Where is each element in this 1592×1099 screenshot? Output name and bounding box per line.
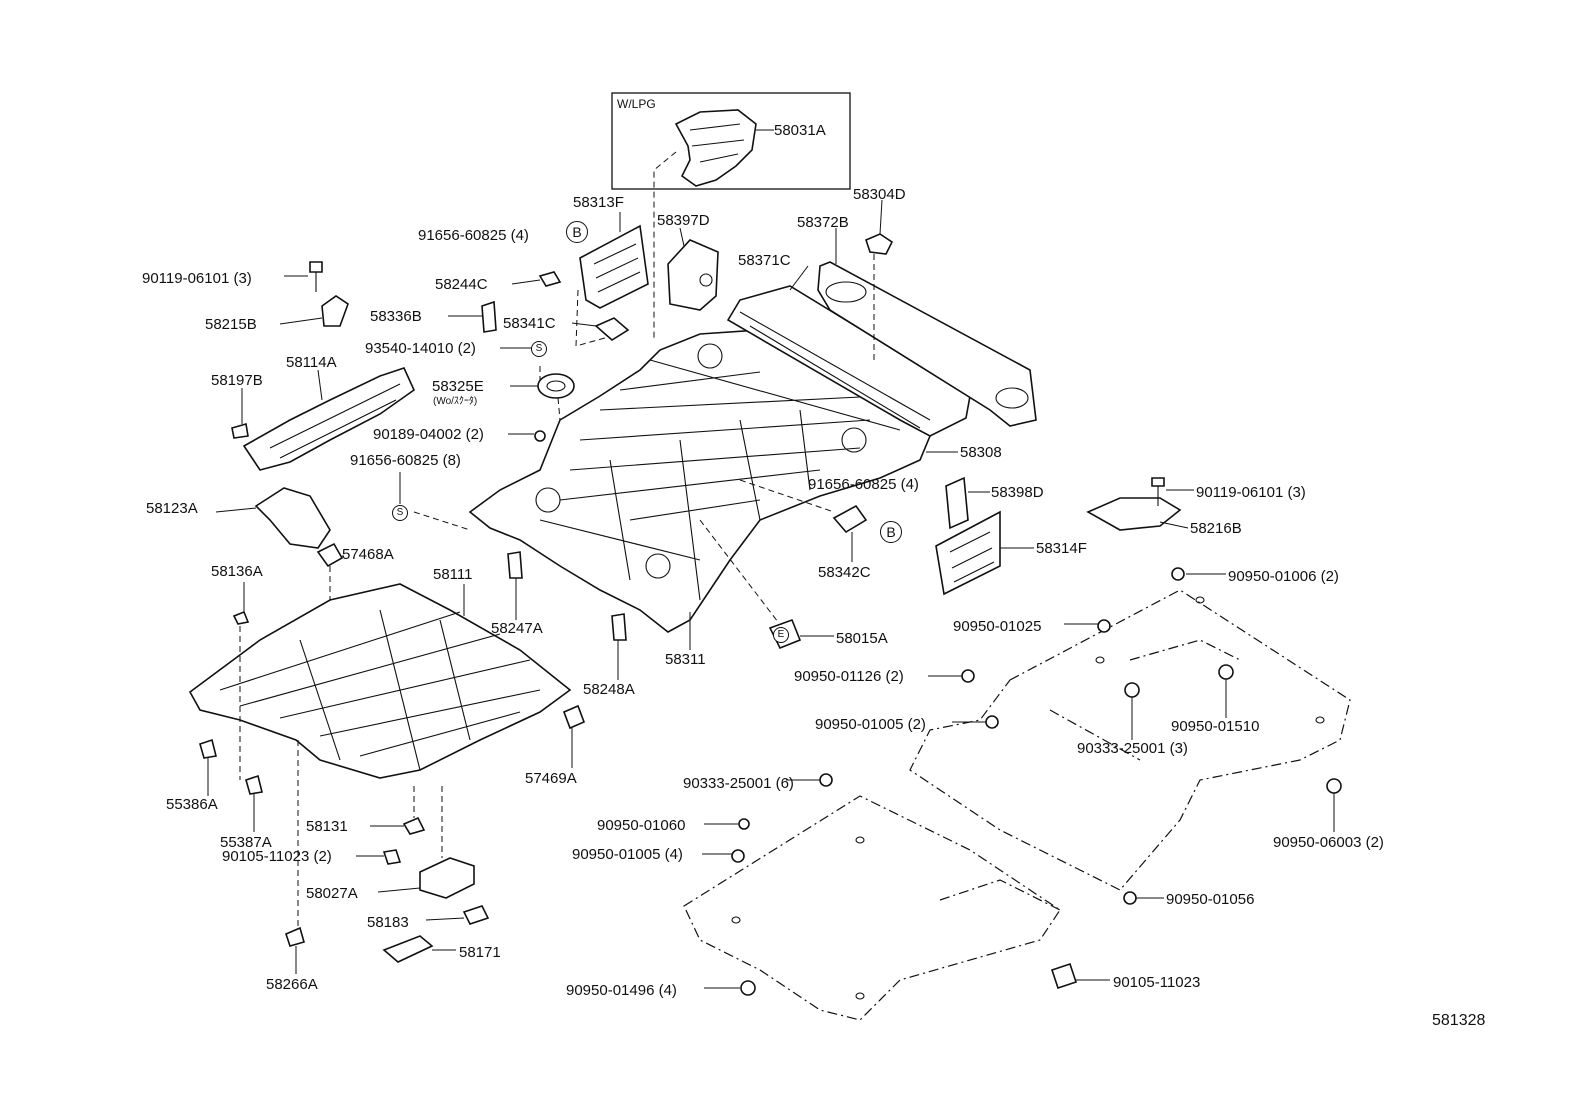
callout-s: S	[531, 341, 547, 357]
part-label-p58183: 58183	[367, 914, 409, 931]
part-label-p58027A: 58027A	[306, 885, 358, 902]
part-label-p58197B: 58197B	[211, 372, 263, 389]
part-label-p58336B: 58336B	[370, 308, 422, 325]
part-58325E	[537, 373, 575, 399]
part-55387A	[245, 774, 263, 795]
callout-s-lower: S	[392, 505, 408, 521]
inset-label: W/LPG	[617, 97, 656, 111]
part-label-p58304D: 58304D	[853, 186, 906, 203]
part-label-p58015A: 58015A	[836, 630, 888, 647]
part-label-p55386A: 55386A	[166, 796, 218, 813]
part-58216B	[1086, 497, 1182, 531]
inset-box	[611, 92, 851, 190]
part-label-p58244C: 58244C	[435, 276, 488, 293]
part-label-p58313F: 58313F	[573, 194, 624, 211]
part-58197B	[231, 422, 249, 439]
part-label-p90950_01006: 90950-01006 (2)	[1228, 568, 1339, 585]
part-58342C	[832, 504, 868, 534]
part-label-p55387A: 55387A	[220, 834, 272, 851]
part-58371C	[726, 285, 971, 437]
part-label-p90950_01496: 90950-01496 (4)	[566, 982, 677, 999]
part-58031A	[674, 109, 757, 187]
part-58266A	[285, 926, 305, 947]
part-57469A	[562, 704, 586, 730]
part-label-p58136A: 58136A	[211, 563, 263, 580]
part-58336B	[481, 300, 497, 333]
part-58244C	[538, 271, 562, 287]
part-label-p58031A: 58031A	[774, 122, 826, 139]
part-58304D	[865, 233, 894, 255]
part-58314F	[935, 510, 1001, 596]
part-58123A	[254, 487, 331, 549]
part-55386A	[199, 738, 217, 759]
part-label-p58397D: 58397D	[657, 212, 710, 229]
part-label-p58314F: 58314F	[1036, 540, 1087, 557]
part-58027A	[419, 857, 475, 899]
part-label-p90950_06003: 90950-06003 (2)	[1273, 834, 1384, 851]
part-label-p58325E: 58325E	[432, 378, 484, 395]
part-label-p90105_2: 90105-11023 (2)	[222, 848, 332, 865]
part-label-p58216B: 58216B	[1190, 520, 1242, 537]
callout-b-top: B	[566, 221, 588, 243]
drawing-number: 581328	[1432, 1012, 1486, 1029]
part-label-p90950_01056: 90950-01056	[1166, 891, 1255, 908]
part-58311	[468, 329, 931, 633]
part-label-p58131: 58131	[306, 818, 348, 835]
part-58398D	[945, 476, 969, 530]
part-58372B	[817, 261, 1037, 427]
part-label-p90333_6: 90333-25001 (6)	[683, 775, 794, 792]
part-label-p91656_4r: 91656-60825 (4)	[808, 476, 919, 493]
part-label-p58325Esub: (Wo/ｽｸｰﾀ)	[433, 396, 478, 407]
part-label-p58123A: 58123A	[146, 500, 198, 517]
part-58247A	[507, 551, 523, 579]
part-label-p58341C: 58341C	[503, 315, 556, 332]
part-label-p58311: 58311	[665, 651, 706, 668]
part-label-p90950_01126: 90950-01126 (2)	[794, 668, 904, 685]
floor-mat-front	[683, 795, 1061, 1021]
part-label-p90333_3: 90333-25001 (3)	[1077, 740, 1188, 757]
part-label-p90119_l: 90119-06101 (3)	[142, 270, 252, 287]
part-label-p90950_01025: 90950-01025	[953, 618, 1042, 635]
part-label-p90189: 90189-04002 (2)	[373, 426, 484, 443]
part-label-p58372B: 58372B	[797, 214, 849, 231]
part-58183	[462, 905, 490, 925]
part-label-p90119_r: 90119-06101 (3)	[1196, 484, 1306, 501]
part-58341C	[594, 317, 630, 341]
part-label-p58171: 58171	[459, 944, 501, 961]
part-label-p58215B: 58215B	[205, 316, 257, 333]
part-label-p58266A: 58266A	[266, 976, 318, 993]
part-58313F	[579, 224, 649, 309]
part-58215B	[321, 295, 349, 327]
part-label-p91656_8: 91656-60825 (8)	[350, 452, 461, 469]
part-58131	[402, 816, 426, 835]
part-58397D	[667, 239, 719, 311]
callout-e: E	[773, 627, 789, 643]
part-label-p58398D: 58398D	[991, 484, 1044, 501]
part-label-p90105: 90105-11023	[1113, 974, 1201, 991]
part-label-p58308: 58308	[960, 444, 1002, 461]
part-label-p91656_4: 91656-60825 (4)	[418, 227, 529, 244]
part-label-p90950_01005_2: 90950-01005 (2)	[815, 716, 926, 733]
part-58171	[382, 935, 434, 963]
part-58111	[188, 583, 572, 779]
part-label-p57469A: 57469A	[525, 770, 577, 787]
floor-mat-rear	[909, 589, 1351, 891]
callout-b-right: B	[880, 521, 902, 543]
part-label-p90950_01510: 90950-01510	[1171, 718, 1260, 735]
part-label-p58114A: 58114A	[286, 354, 337, 371]
part-label-p58248A: 58248A	[583, 681, 635, 698]
part-label-p58247A: 58247A	[491, 620, 543, 637]
part-label-p57468A: 57468A	[342, 546, 394, 563]
part-58248A	[611, 613, 627, 641]
part-label-p90950_01060: 90950-01060	[597, 817, 686, 834]
part-label-p58342C: 58342C	[818, 564, 871, 581]
part-label-p93540: 93540-14010 (2)	[365, 340, 476, 357]
part-57468A	[316, 542, 344, 568]
part-label-p90950_01005_4: 90950-01005 (4)	[572, 846, 683, 863]
part-label-p58111: 58111	[433, 566, 473, 583]
part-label-p58371C: 58371C	[738, 252, 791, 269]
